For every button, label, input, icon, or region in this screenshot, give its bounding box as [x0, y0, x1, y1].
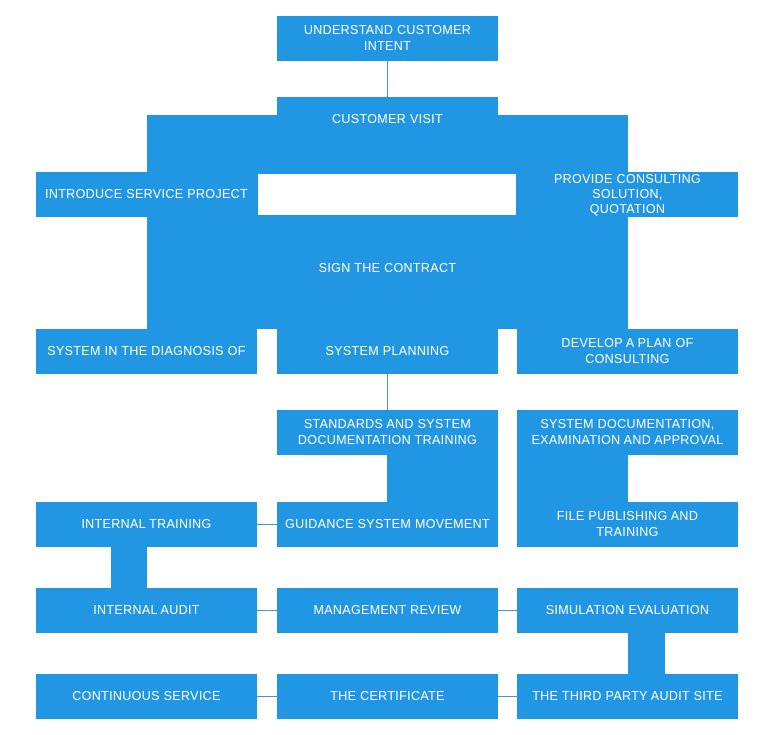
- node-label: STANDARDS AND SYSTEM DOCUMENTATION TRAIN…: [297, 417, 478, 447]
- node-system-in-the-diagnosis-of[interactable]: SYSTEM IN THE DIAGNOSIS OF: [36, 329, 257, 374]
- connector-certificate-to-thirdparty: [498, 696, 517, 697]
- connector-training-to-guidance: [257, 524, 277, 525]
- connector-continuous-to-certificate: [257, 696, 277, 697]
- node-sign-the-contract[interactable]: SIGN THE CONTRACT: [277, 246, 498, 291]
- node-develop-a-plan-of-consulting[interactable]: DEVELOP A PLAN OF CONSULTING: [517, 329, 738, 374]
- node-label: PROVIDE CONSULTING SOLUTION, QUOTATION: [553, 171, 702, 217]
- connector-sysdoc-to-filepub: [517, 455, 628, 502]
- connector-training-to-audit: [111, 547, 147, 588]
- node-continuous-service[interactable]: CONTINUOUS SERVICE: [36, 674, 257, 719]
- node-standards-and-system-doc-training[interactable]: STANDARDS AND SYSTEM DOCUMENTATION TRAIN…: [277, 410, 498, 455]
- node-the-third-party-audit-site[interactable]: THE THIRD PARTY AUDIT SITE: [517, 674, 738, 719]
- node-system-documentation-exam[interactable]: SYSTEM DOCUMENTATION, EXAMINATION AND AP…: [517, 410, 738, 455]
- node-customer-visit[interactable]: CUSTOMER VISIT: [277, 97, 498, 142]
- node-label: SYSTEM PLANNING: [325, 343, 450, 358]
- node-management-review[interactable]: MANAGEMENT REVIEW: [277, 588, 498, 633]
- node-provide-consulting-solution[interactable]: PROVIDE CONSULTING SOLUTION, QUOTATION: [517, 172, 738, 217]
- node-label: SYSTEM DOCUMENTATION, EXAMINATION AND AP…: [531, 417, 724, 447]
- connector-understand-to-visit: [387, 61, 388, 103]
- node-label: CUSTOMER VISIT: [332, 111, 443, 126]
- node-internal-audit[interactable]: INTERNAL AUDIT: [36, 588, 257, 633]
- node-label: INTERNAL AUDIT: [93, 602, 200, 617]
- node-label: SIGN THE CONTRACT: [318, 260, 457, 275]
- connector-simulation-to-thirdparty: [628, 633, 665, 674]
- node-empty-placeholder[interactable]: [258, 174, 516, 215]
- node-file-publishing-and-training[interactable]: FILE PUBLISHING AND TRAINING: [517, 502, 738, 547]
- node-label: GUIDANCE SYSTEM MOVEMENT: [285, 516, 490, 531]
- node-guidance-system-movement[interactable]: GUIDANCE SYSTEM MOVEMENT: [277, 502, 498, 547]
- connector-block-main: [147, 115, 628, 329]
- node-label: DEVELOP A PLAN OF CONSULTING: [561, 336, 694, 366]
- node-introduce-service-project[interactable]: INTRODUCE SERVICE PROJECT: [36, 172, 257, 217]
- node-system-planning[interactable]: SYSTEM PLANNING: [277, 329, 498, 374]
- node-label: THE CERTIFICATE: [330, 688, 445, 703]
- node-label: INTRODUCE SERVICE PROJECT: [45, 186, 248, 201]
- node-label: SYSTEM IN THE DIAGNOSIS OF: [47, 343, 246, 358]
- connector-audit-to-review: [257, 610, 277, 611]
- connector-review-to-simulation: [498, 610, 517, 611]
- node-label: UNDERSTAND CUSTOMER INTENT: [303, 23, 472, 53]
- node-label: FILE PUBLISHING AND TRAINING: [556, 509, 699, 539]
- node-label: MANAGEMENT REVIEW: [313, 602, 462, 617]
- node-label: THE THIRD PARTY AUDIT SITE: [532, 688, 723, 703]
- node-label: CONTINUOUS SERVICE: [72, 688, 221, 703]
- node-simulation-evaluation[interactable]: SIMULATION EVALUATION: [517, 588, 738, 633]
- node-label: SIMULATION EVALUATION: [545, 602, 710, 617]
- connector-standards-to-guidance: [387, 455, 498, 502]
- connector-planning-to-standards: [387, 374, 388, 410]
- node-internal-training[interactable]: INTERNAL TRAINING: [36, 502, 257, 547]
- node-understand-customer-intent[interactable]: UNDERSTAND CUSTOMER INTENT: [277, 16, 498, 61]
- node-label: INTERNAL TRAINING: [81, 516, 212, 531]
- node-the-certificate[interactable]: THE CERTIFICATE: [277, 674, 498, 719]
